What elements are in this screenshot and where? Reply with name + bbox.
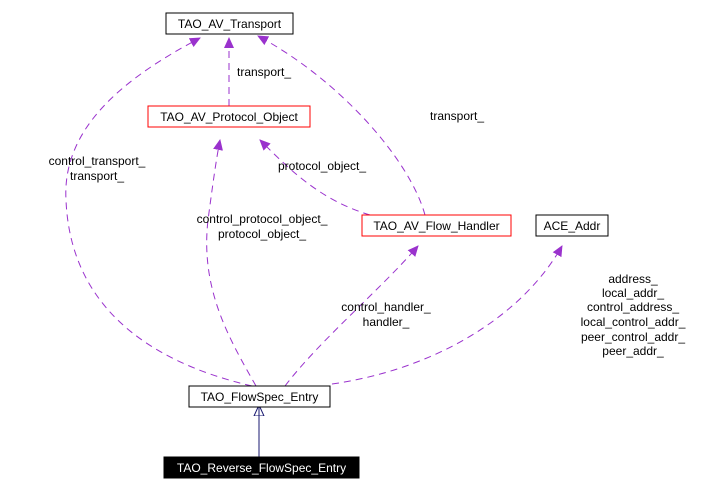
label-addr-entry-1: address_ [608, 272, 658, 286]
edge-entry-handler [284, 245, 419, 387]
node-protocol-object-label: TAO_AV_Protocol_Object [160, 110, 298, 124]
node-reverse-flowspec-entry-label: TAO_Reverse_FlowSpec_Entry [177, 461, 346, 475]
node-reverse-flowspec-entry[interactable]: TAO_Reverse_FlowSpec_Entry [163, 456, 360, 479]
node-protocol-object[interactable]: TAO_AV_Protocol_Object [147, 105, 311, 128]
label-handler-entry-2: handler_ [363, 315, 410, 329]
label-handler-entry-1: control_handler_ [341, 300, 431, 314]
node-flowspec-entry[interactable]: TAO_FlowSpec_Entry [188, 385, 331, 408]
label-transport-entry-2: transport_ [70, 169, 124, 183]
label-transport-handler: transport_ [430, 109, 484, 123]
edge-entry-addr [331, 245, 563, 385]
label-addr-entry-2: local_addr_ [602, 286, 664, 300]
edge-entry-protocol [206, 139, 257, 387]
label-transport-protocol: transport_ [237, 65, 291, 79]
label-protocol-entry-2: protocol_object_ [218, 227, 306, 241]
node-flow-handler-label: TAO_AV_Flow_Handler [373, 219, 499, 233]
label-addr-entry-6: peer_addr_ [602, 344, 664, 358]
node-flowspec-entry-label: TAO_FlowSpec_Entry [201, 390, 319, 404]
node-ace-addr-label: ACE_Addr [544, 219, 601, 233]
node-flow-handler[interactable]: TAO_AV_Flow_Handler [361, 214, 512, 237]
node-ace-addr[interactable]: ACE_Addr [535, 214, 609, 237]
edge-labels: transport_ transport_ control_transport_… [49, 65, 686, 358]
label-protocol-handler: protocol_object_ [278, 159, 366, 173]
edge-entry-transport [65, 37, 253, 387]
node-transport[interactable]: TAO_AV_Transport [165, 12, 294, 35]
edge-handler-transport [257, 35, 426, 216]
edge-handler-protocol [259, 139, 371, 216]
label-addr-entry-3: control_address_ [587, 300, 679, 314]
label-addr-entry-4: local_control_addr_ [581, 315, 686, 329]
label-addr-entry-5: peer_control_addr_ [581, 330, 685, 344]
node-transport-label: TAO_AV_Transport [178, 17, 282, 31]
label-protocol-entry-1: control_protocol_object_ [197, 212, 328, 226]
label-transport-entry-1: control_transport_ [49, 154, 146, 168]
